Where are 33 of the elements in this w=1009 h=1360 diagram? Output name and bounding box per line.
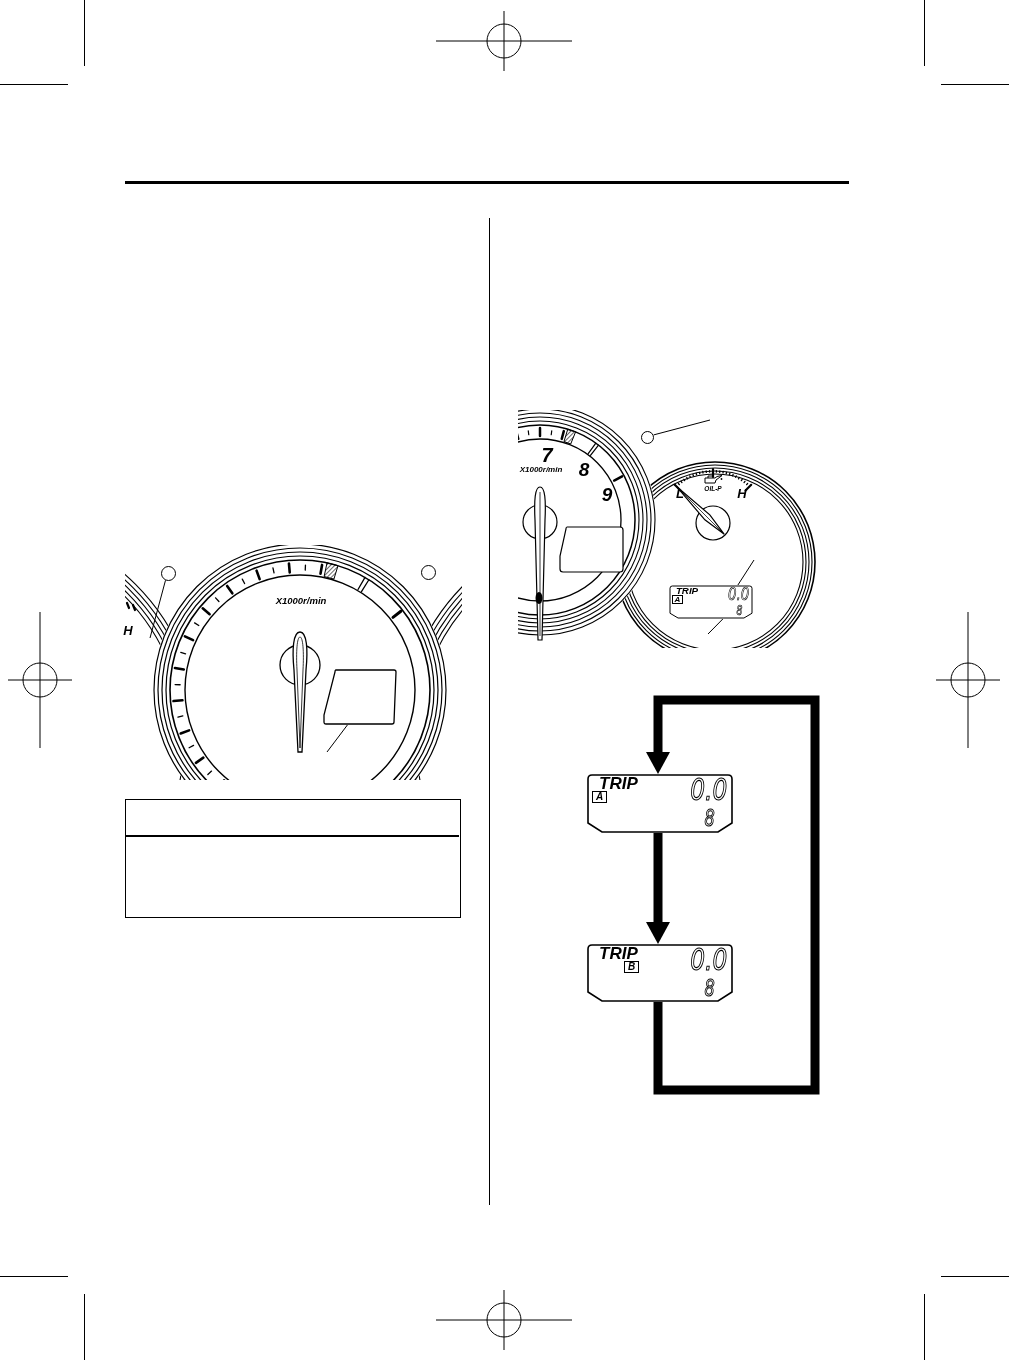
scale-number: 8 [578, 459, 590, 479]
leader-line [653, 419, 711, 436]
scale-unit: X1000r/min [275, 596, 327, 606]
scale-number: 9 [601, 484, 613, 504]
leader-line [149, 579, 166, 639]
distance-reading: 0.0 [728, 585, 750, 603]
display-panel [323, 669, 397, 725]
trip-display [587, 944, 733, 1002]
trip-display [587, 774, 733, 833]
arrow [646, 695, 820, 1095]
scale-unit: X1000r/min [519, 466, 563, 474]
trip-label: TRIP [599, 945, 638, 962]
segment-digit: 8 [736, 603, 743, 618]
segment-digit: 8 [704, 977, 715, 1000]
leader-line [326, 724, 348, 753]
segment-digit: 8 [704, 807, 715, 830]
trip-label: TRIP [599, 775, 638, 792]
distance-reading: 0.0 [690, 774, 727, 805]
distance-reading: 0.0 [690, 944, 727, 975]
gauge-mark: H [123, 623, 133, 637]
leader-line [737, 559, 755, 586]
scale-number: 7 [541, 445, 553, 465]
ring-icon [421, 565, 436, 580]
leader-line [707, 618, 724, 635]
trip-label: TRIP [675, 585, 699, 596]
arrow [646, 833, 670, 944]
trip-display [669, 585, 753, 619]
ring-icon [641, 431, 654, 444]
ring-icon [161, 566, 176, 581]
gauge-mark: L [676, 486, 684, 500]
trip-mode-indicator: A [592, 791, 608, 803]
trip-mode-indicator: A [671, 594, 684, 605]
trip-mode-indicator: B [624, 961, 640, 973]
